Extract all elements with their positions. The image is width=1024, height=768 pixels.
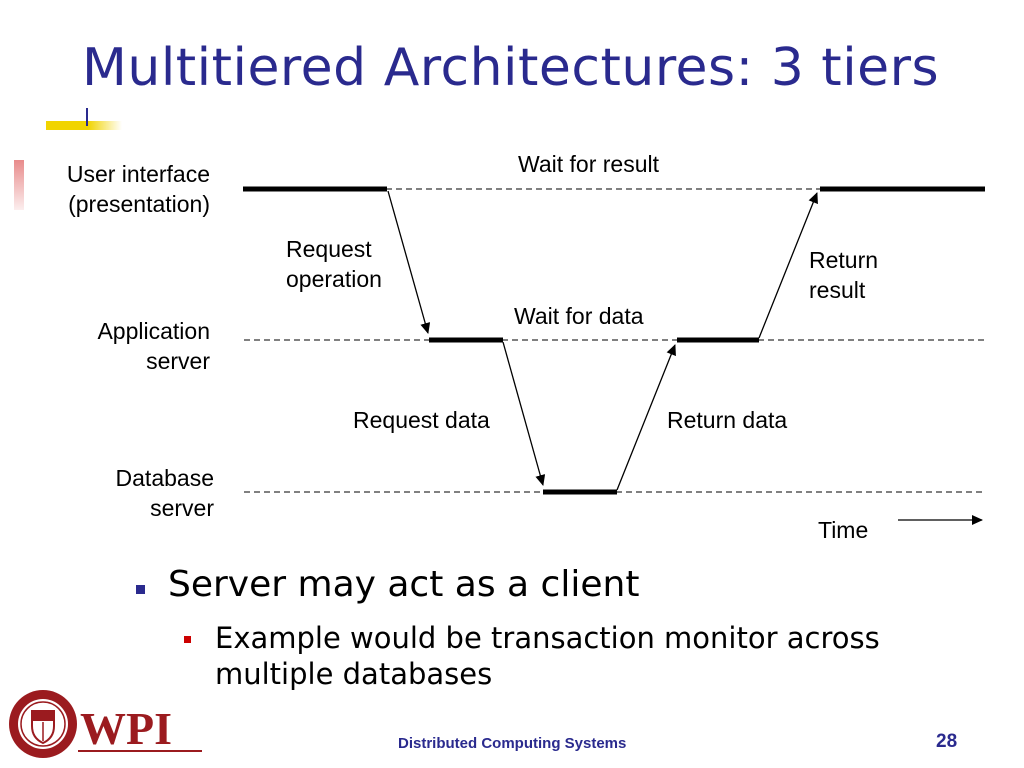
bullet-marker	[136, 585, 145, 594]
return-result-arrow	[758, 192, 818, 339]
request-operation-arrow	[387, 190, 431, 334]
side-accent-bar	[14, 160, 24, 210]
wait-for-data-label: Wait for data	[514, 303, 644, 329]
time-label: Time	[818, 517, 868, 543]
tier-label-ui-line1: User interface	[67, 161, 210, 187]
slide-title: Multitiered Architectures: 3 tiers	[82, 38, 940, 98]
bullet-item: Server may act as a client	[136, 564, 639, 605]
tier-label-ui-line2: (presentation)	[68, 191, 210, 217]
request-data-label: Request data	[353, 407, 490, 433]
return-result-label-line2: result	[809, 277, 866, 303]
wpi-logo: WPI	[9, 690, 202, 758]
tier-label-app-line2: server	[146, 348, 210, 374]
page-number: 28	[936, 731, 958, 752]
footer-course-title: Distributed Computing Systems	[398, 735, 627, 752]
wait-for-result-label: Wait for result	[518, 151, 660, 177]
title-accent-bar	[46, 121, 122, 130]
sub-bullet-item: Example would be transaction monitor acr…	[184, 620, 1005, 692]
sub-bullet-marker	[184, 636, 191, 643]
wpi-logo-wordmark: WPI	[80, 703, 172, 754]
title-accent-tick	[86, 108, 88, 126]
request-operation-label-line2: operation	[286, 266, 382, 292]
return-data-arrow	[616, 344, 676, 491]
tier-label-db-line1: Database	[116, 465, 214, 491]
tier-label-db-line2: server	[150, 495, 214, 521]
request-data-arrow	[502, 341, 546, 486]
return-data-label: Return data	[667, 407, 787, 433]
three-tier-timing-diagram: User interface (presentation) Applicatio…	[67, 151, 985, 543]
return-result-label-line1: Return	[809, 247, 878, 273]
bullet-text: Server may act as a client	[168, 564, 640, 605]
tier-label-app-line1: Application	[97, 318, 210, 344]
request-operation-label-line1: Request	[286, 236, 372, 262]
sub-bullet-text: Example would be transaction monitor acr…	[215, 621, 880, 691]
